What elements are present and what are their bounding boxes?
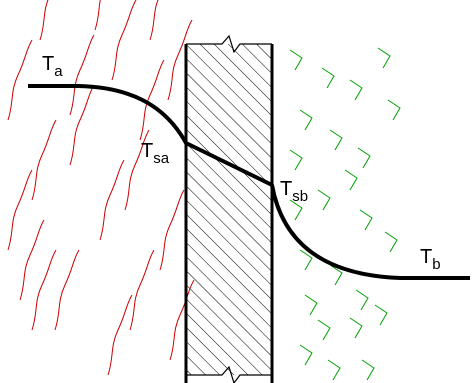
right-fluid-mark xyxy=(377,47,391,69)
right-fluid-mark xyxy=(344,169,358,191)
left-fluid-streak xyxy=(19,219,45,301)
right-fluid-mark xyxy=(317,319,331,341)
right-fluid-mark xyxy=(304,294,318,316)
left-fluid-streak xyxy=(124,129,150,211)
left-fluid-streak xyxy=(39,0,49,41)
temperature-profile-curve xyxy=(28,84,470,280)
wall-break-top xyxy=(186,34,272,54)
right-fluid-marks xyxy=(289,47,401,381)
right-fluid-mark xyxy=(329,129,343,151)
solid-wall xyxy=(184,34,274,383)
label-tsb: Tsb xyxy=(280,178,308,205)
left-fluid-streak xyxy=(167,19,193,101)
right-fluid-mark xyxy=(289,199,303,221)
left-fluid-streak xyxy=(7,39,33,121)
left-fluid-streak xyxy=(149,0,159,41)
left-fluid-streak xyxy=(31,249,57,331)
right-fluid-mark xyxy=(321,67,335,89)
left-fluid-streak xyxy=(7,169,33,251)
label-ta: Ta xyxy=(42,53,63,80)
left-fluid-streak xyxy=(99,159,125,241)
left-fluid-streak xyxy=(54,249,80,331)
right-fluid-mark xyxy=(355,289,369,311)
right-fluid-mark xyxy=(329,264,343,286)
right-fluid-mark xyxy=(361,359,375,381)
right-fluid-mark xyxy=(374,304,388,326)
right-fluid-mark xyxy=(359,209,373,231)
left-fluid-streak xyxy=(139,59,165,141)
wall-break-bottom xyxy=(186,365,272,383)
left-fluid-streak xyxy=(69,84,95,166)
right-fluid-mark xyxy=(289,149,303,171)
right-fluid-mark xyxy=(289,49,303,71)
label-tb: Tb xyxy=(420,246,441,273)
right-fluid-mark xyxy=(349,79,363,101)
right-fluid-mark xyxy=(317,189,331,211)
right-fluid-mark xyxy=(299,344,313,366)
right-fluid-mark xyxy=(357,147,371,169)
left-fluid-streak xyxy=(94,0,101,31)
right-fluid-mark xyxy=(384,231,398,253)
left-fluid-streak xyxy=(107,294,133,376)
wall-hatching xyxy=(186,44,272,375)
left-fluid-streak xyxy=(31,119,57,201)
left-fluid-lines xyxy=(7,0,195,376)
right-fluid-mark xyxy=(349,317,363,339)
right-fluid-mark xyxy=(327,359,341,381)
left-fluid-streak xyxy=(129,249,155,331)
right-fluid-mark xyxy=(299,109,313,131)
left-fluid-streak xyxy=(159,189,185,271)
left-fluid-streak xyxy=(111,0,137,81)
right-fluid-mark xyxy=(387,99,401,121)
right-fluid-mark xyxy=(299,249,313,271)
left-fluid-streak xyxy=(69,34,95,116)
label-tsa: Tsa xyxy=(141,140,170,167)
